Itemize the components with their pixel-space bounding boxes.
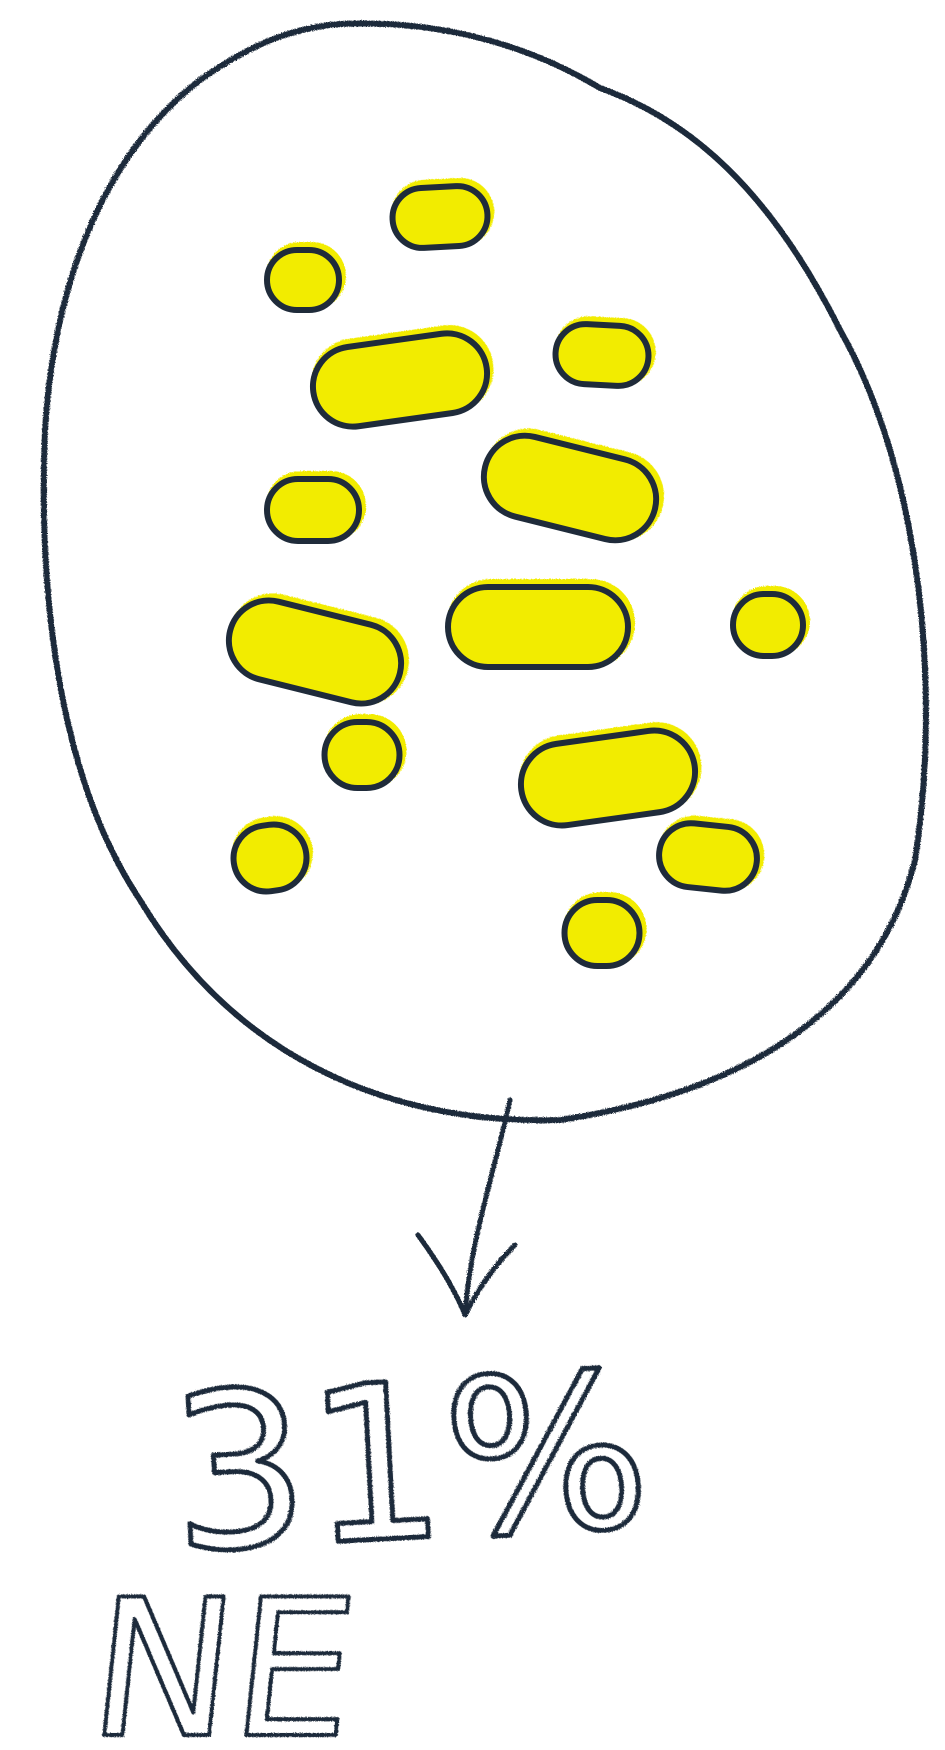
particle (390, 176, 496, 249)
particle (266, 471, 366, 541)
particle (514, 716, 708, 831)
abbreviation-label: NE (81, 1558, 366, 1750)
particle (564, 892, 647, 966)
particle (306, 319, 499, 432)
particle (227, 811, 318, 896)
particle-group (219, 176, 810, 966)
particle (732, 586, 810, 656)
particle (655, 812, 768, 895)
down-arrow (418, 1100, 515, 1315)
cell-outline (44, 24, 926, 1121)
particle (266, 242, 346, 310)
particle-highlight (306, 319, 499, 432)
particle (219, 584, 418, 714)
particle (553, 315, 657, 388)
arrow-shaft (465, 1100, 510, 1315)
particle (447, 579, 635, 667)
particle (474, 419, 673, 551)
particle (324, 714, 407, 788)
